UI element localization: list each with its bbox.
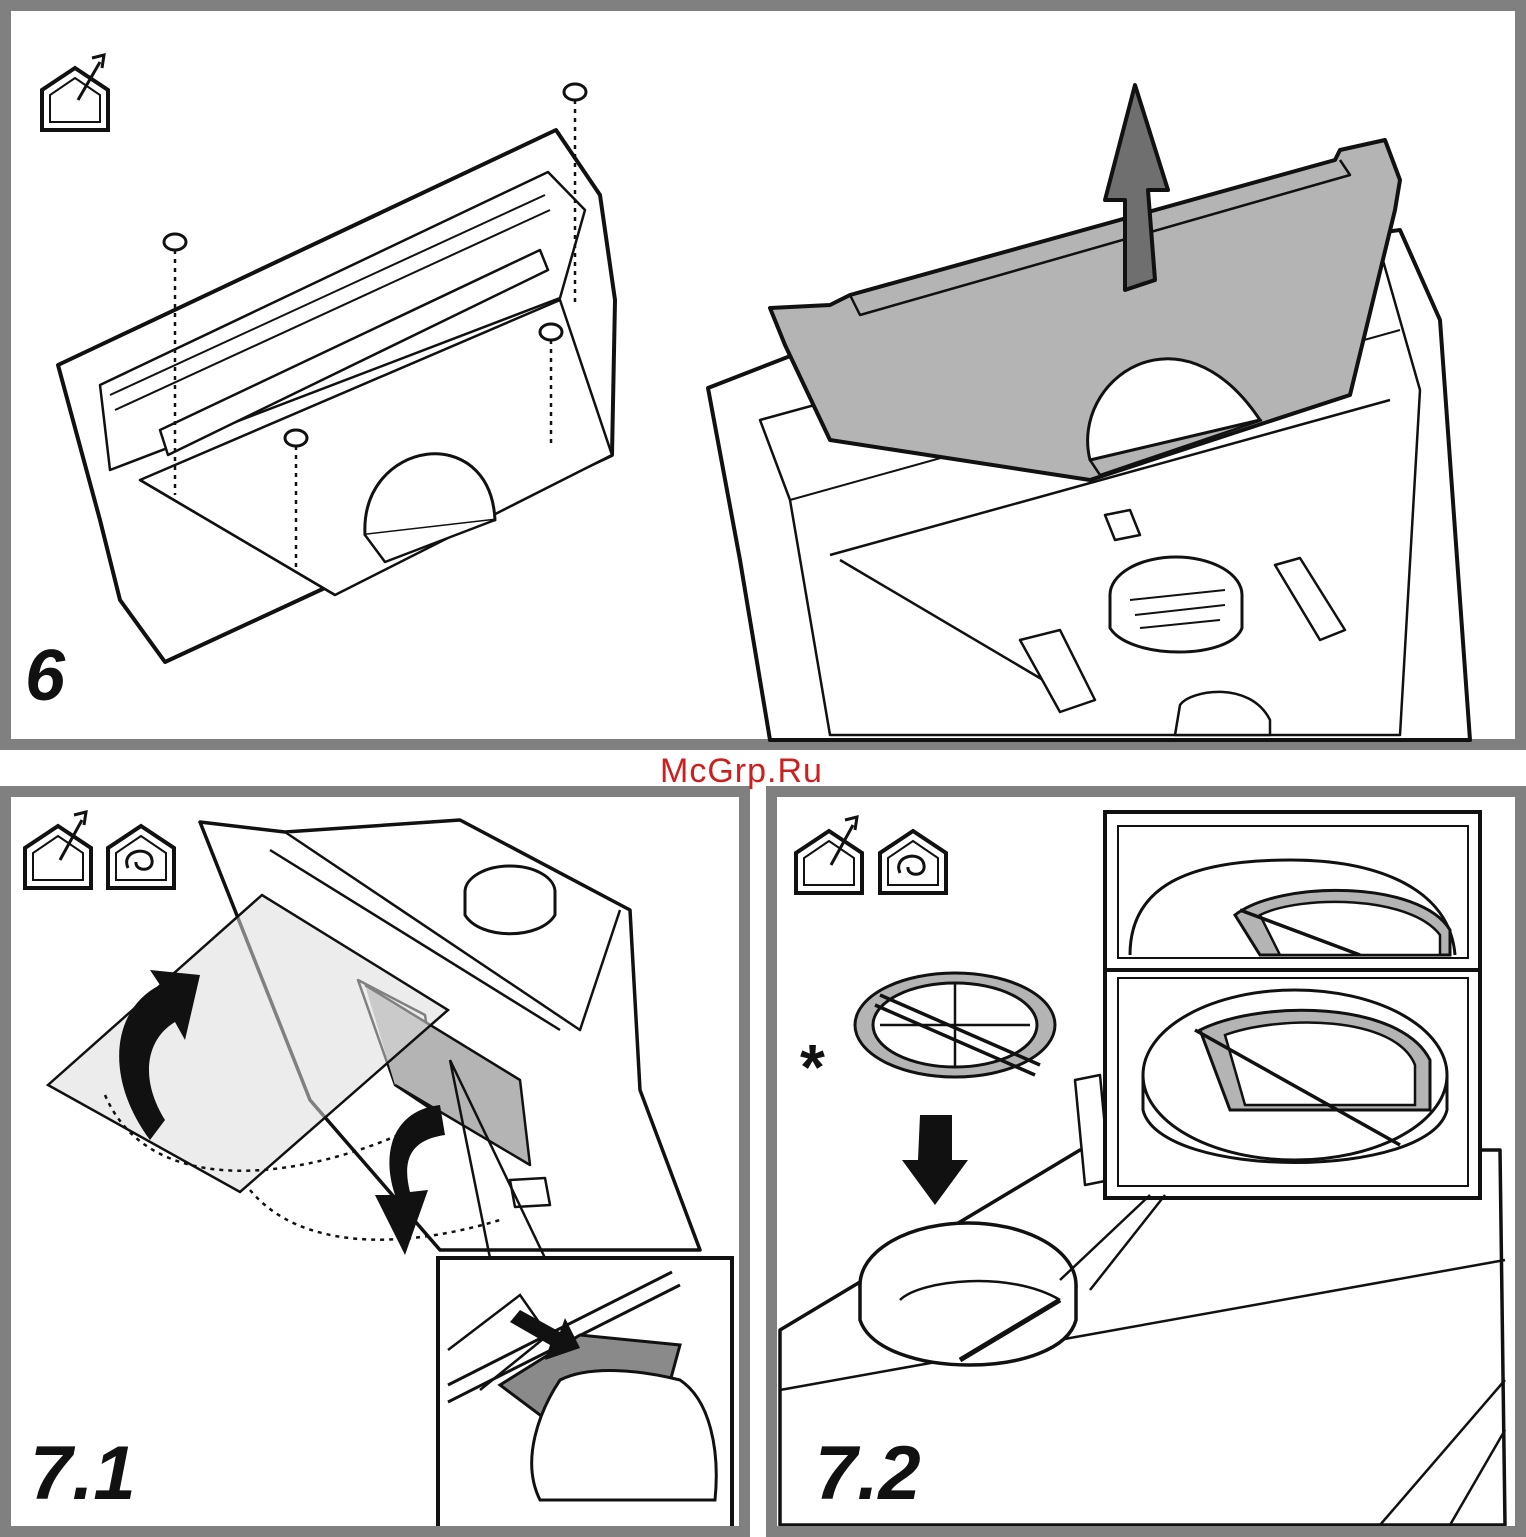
- step-label-6: 6: [25, 640, 65, 712]
- step-label-7-2: 7.2: [815, 1436, 921, 1512]
- optional-part-marker: *: [800, 1035, 825, 1099]
- hood-bottom-panel: [58, 130, 615, 662]
- panel-step-7-2: [766, 786, 1526, 1537]
- panel-step-7-1: [0, 786, 750, 1537]
- step-label-7-1: 7.1: [30, 1436, 136, 1512]
- watermark: McGrp.Ru: [660, 752, 823, 791]
- ducted-extraction-icon: [42, 55, 108, 130]
